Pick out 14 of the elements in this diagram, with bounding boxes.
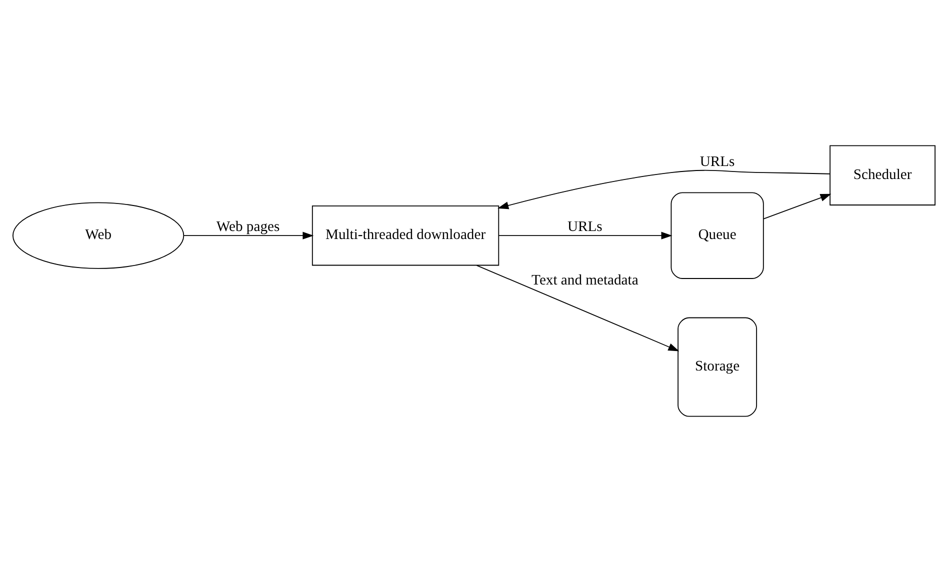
arrow xyxy=(183,231,314,239)
node-box: Queue xyxy=(670,192,764,278)
arrow xyxy=(498,231,672,239)
arrow xyxy=(476,264,680,351)
node-ellipse: Web xyxy=(12,202,184,268)
node-box: Scheduler xyxy=(830,144,936,205)
node-box: Storage xyxy=(678,316,758,416)
edge-label: Web pages xyxy=(216,218,280,234)
edge-label: URLs xyxy=(567,218,602,234)
edge-label: URLs xyxy=(700,154,735,170)
arrow xyxy=(498,169,830,209)
node-box: Multi-threaded downloader xyxy=(312,204,500,266)
edge-label: Text and metadata xyxy=(532,272,638,288)
arrow xyxy=(763,193,832,219)
